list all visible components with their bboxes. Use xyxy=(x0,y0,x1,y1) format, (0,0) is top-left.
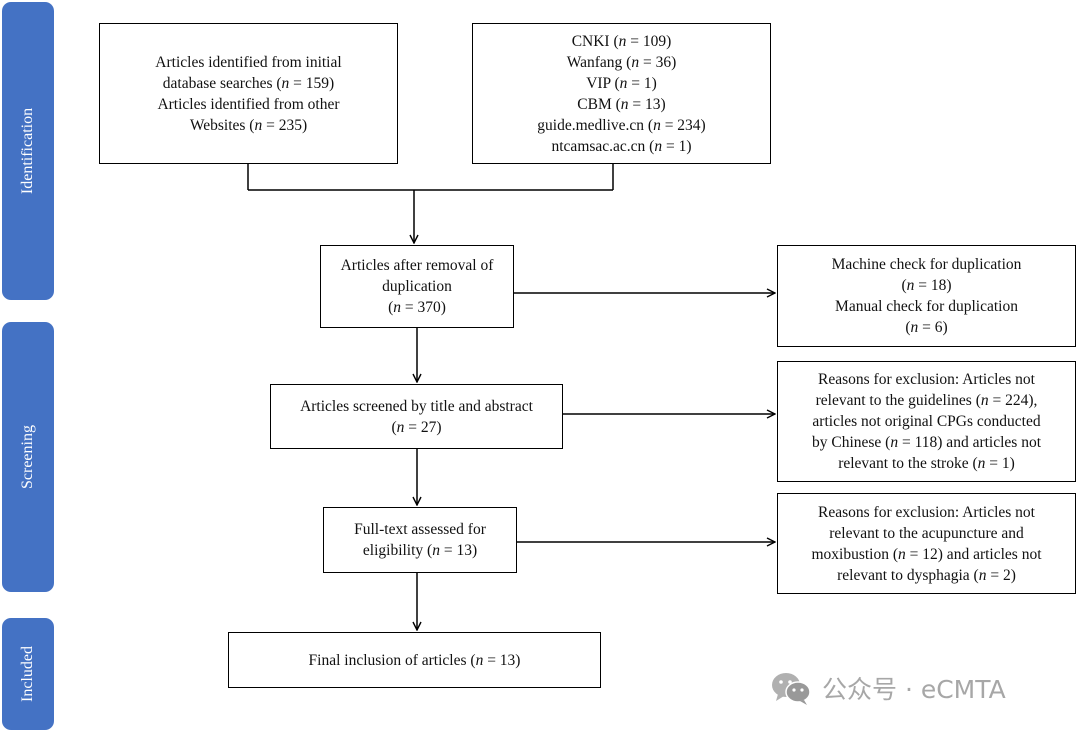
box-text-line: relevant to the acupuncture and xyxy=(829,524,1024,542)
box-text-line: duplication xyxy=(382,278,452,295)
box-text-line: Reasons for exclusion: Articles not xyxy=(818,503,1035,521)
box-text-line: guide.medlive.cn (n = 234) xyxy=(537,116,706,134)
box-text-line: (n = 6) xyxy=(905,319,948,336)
box-exclusion-screen: Reasons for exclusion: Articles not relev… xyxy=(777,361,1076,482)
box-text-line: Machine check for duplication xyxy=(831,256,1022,273)
box-text-line: VIP (n = 1) xyxy=(586,74,657,92)
box-final: Final inclusion of articles (n = 13) xyxy=(228,632,601,688)
box-text-line: relevant to the stroke (n = 1) xyxy=(838,455,1015,472)
box-text-line: CBM (n = 13) xyxy=(577,95,666,113)
box-text-line: Reasons for exclusion: Articles not xyxy=(818,371,1035,388)
box-text-line: relevant to the guidelines (n = 224), xyxy=(815,392,1038,409)
stage-screening: Screening xyxy=(2,322,54,592)
stage-identification: Identification xyxy=(2,2,54,300)
box-text-line: Manual check for duplication xyxy=(835,298,1018,315)
box-text-line: database searches (n = 159) xyxy=(162,74,335,92)
box-text-line: CNKI (n = 109) xyxy=(571,32,672,50)
box-dedup-check: Machine check for duplication (n = 18) Man… xyxy=(777,245,1076,347)
box-text-line: moxibustion (n = 12) and articles not xyxy=(811,545,1042,563)
box-fulltext: Full-text assessed for eligibility (n = 1… xyxy=(323,507,517,573)
watermark: 公众号 · eCMTA xyxy=(770,670,1006,706)
box-text-line: (n = 27) xyxy=(391,418,442,436)
stage-included: Included xyxy=(2,618,54,730)
box-text-line: Wanfang (n = 36) xyxy=(566,53,677,71)
box-initial-search: Articles identified from initial database… xyxy=(99,23,398,164)
box-text-line: relevant to dysphagia (n = 2) xyxy=(837,566,1016,584)
box-sources: CNKI (n = 109) Wanfang (n = 36) VIP (n = 1… xyxy=(472,23,771,164)
box-exclusion-fulltext: Reasons for exclusion: Articles not relev… xyxy=(777,493,1076,594)
wechat-icon xyxy=(772,673,811,705)
box-text-line: Full-text assessed for xyxy=(354,521,486,538)
box-after-dedup: Articles after removal of duplication (n =… xyxy=(320,245,514,328)
box-text-line: Articles identified from initial xyxy=(155,53,342,71)
box-text-line: eligibility (n = 13) xyxy=(362,542,478,559)
box-text-line: (n = 18) xyxy=(901,277,952,294)
box-screened: Articles screened by title and abstract (… xyxy=(270,384,563,449)
watermark-text: 公众号 · eCMTA xyxy=(822,675,1006,704)
box-text-line: Articles after removal of xyxy=(340,257,494,274)
box-text-line: articles not original CPGs conducted xyxy=(812,413,1041,430)
box-text-line: ntcamsac.ac.cn (n = 1) xyxy=(551,137,692,155)
box-text-line: Final inclusion of articles (n = 13) xyxy=(308,651,521,669)
box-text-line: by Chinese (n = 118) and articles not xyxy=(812,434,1041,451)
box-text-line: Articles screened by title and abstract xyxy=(300,397,533,415)
box-text-line: (n = 370) xyxy=(388,299,446,316)
box-text-line: Articles identified from other xyxy=(157,95,340,113)
box-text-line: Websites (n = 235) xyxy=(189,116,308,134)
